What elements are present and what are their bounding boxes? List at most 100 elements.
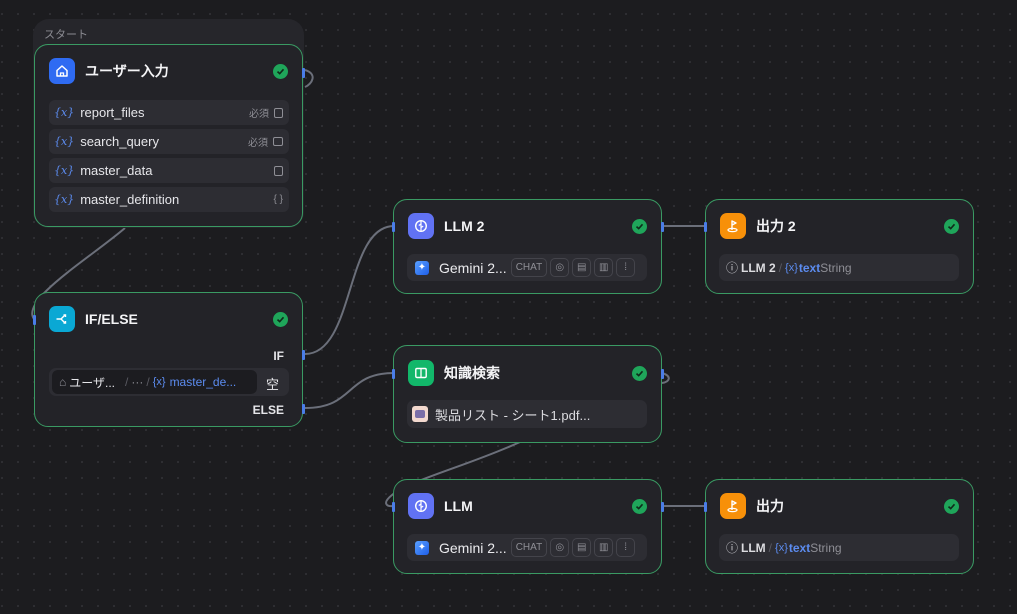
edge-else-to-knowledge[interactable]	[304, 372, 395, 409]
else-branch-label: ELSE	[252, 403, 284, 417]
video-icon: ▥	[594, 258, 614, 277]
audio-icon: ⁞	[616, 538, 636, 557]
model-name: Gemini 2...	[439, 539, 507, 556]
node-title: ユーザー入力	[85, 63, 169, 79]
condition-variable-selector[interactable]: ⌂ ユーザ... / ··· / {x} master_de...	[52, 370, 257, 394]
variable-icon: {x}	[54, 135, 75, 148]
variable-row-master-definition[interactable]: {x} master_definition { }	[49, 187, 289, 212]
condition-source-node: ユーザ...	[69, 375, 116, 390]
node-title: 出力 2	[756, 218, 796, 234]
ref-variable-name: text	[788, 540, 811, 555]
dataset-icon	[412, 406, 428, 422]
input-handle[interactable]	[704, 502, 707, 512]
document-icon: ▤	[572, 538, 592, 557]
node-knowledge-retrieval[interactable]: 知識検索 製品リスト - シート1.pdf...	[392, 345, 664, 443]
required-label: 必須	[248, 138, 268, 149]
edge-start-loop	[304, 69, 314, 88]
variable-row-search-query[interactable]: {x} search_query 必須	[49, 129, 289, 154]
variable-icon: {x}	[54, 164, 75, 177]
input-handle[interactable]	[704, 222, 707, 232]
success-check-icon	[632, 219, 647, 234]
variable-icon: {x}	[54, 106, 75, 119]
input-handle[interactable]	[33, 315, 36, 325]
llm-icon: ⓘ	[726, 261, 739, 275]
success-check-icon	[632, 499, 647, 514]
model-selector[interactable]: ✦ Gemini 2... CHAT ◎ ▤ ▥ ⁞	[407, 534, 647, 561]
output-variable-ref[interactable]: ⓘ LLM / {x} text String	[719, 534, 959, 561]
output-handle[interactable]	[661, 502, 664, 512]
output-handle[interactable]	[302, 68, 305, 78]
ref-node-name: LLM	[741, 540, 766, 555]
json-braces-icon: { }	[273, 194, 283, 205]
paragraph-icon	[274, 165, 283, 176]
gemini-icon: ✦	[415, 540, 429, 555]
variable-icon: {x}	[785, 261, 798, 274]
else-output-handle[interactable]	[302, 404, 305, 414]
variable-name: report_files	[80, 105, 145, 120]
audio-icon: ⁞	[616, 258, 636, 277]
node-llm[interactable]: LLM ✦ Gemini 2... CHAT ◎ ▤ ▥ ⁞	[392, 479, 664, 574]
ref-node-name: LLM 2	[741, 260, 776, 275]
required-label: 必須	[249, 109, 269, 120]
video-icon: ▥	[594, 538, 614, 557]
variable-icon: {x}	[775, 541, 788, 554]
mode-badge: CHAT	[510, 538, 548, 557]
ref-variable-type: String	[810, 540, 842, 555]
path-separator: /	[768, 540, 773, 555]
document-icon: ▤	[572, 258, 592, 277]
node-title: LLM 2	[444, 218, 485, 234]
output-handle[interactable]	[661, 222, 664, 232]
path-separator: /	[778, 260, 783, 275]
node-if-else[interactable]: IF/ELSE IF ⌂ ユーザ... / ··· / {x} master_d…	[33, 292, 305, 427]
edge-if-to-llm2[interactable]	[304, 225, 395, 355]
node-user-input[interactable]: ユーザー入力 {x} report_files 必須 {x} search_qu…	[34, 44, 305, 227]
success-check-icon	[273, 312, 288, 327]
input-handle[interactable]	[392, 502, 395, 512]
output-handle[interactable]	[661, 369, 664, 379]
start-group-label: スタート	[44, 29, 88, 41]
if-output-handle[interactable]	[302, 350, 305, 360]
condition-row[interactable]: ⌂ ユーザ... / ··· / {x} master_de... 空	[49, 368, 289, 396]
condition-variable: master_de...	[169, 375, 237, 389]
vision-icon: ◎	[550, 258, 570, 277]
variable-row-report-files[interactable]: {x} report_files 必須	[49, 100, 289, 125]
flag-icon	[720, 213, 746, 239]
home-icon	[49, 58, 75, 84]
variable-name: master_definition	[80, 192, 180, 207]
variable-icon: {x}	[54, 193, 75, 206]
node-title: IF/ELSE	[85, 311, 138, 327]
variable-icon: {x}	[152, 376, 166, 388]
dataset-item[interactable]: 製品リスト - シート1.pdf...	[407, 400, 647, 428]
success-check-icon	[944, 499, 959, 514]
vision-icon: ◎	[550, 538, 570, 557]
file-list-icon	[274, 107, 283, 118]
llm-icon	[408, 213, 434, 239]
node-output[interactable]: 出力 ⓘ LLM / {x} text String	[704, 479, 974, 574]
node-llm2[interactable]: LLM 2 ✦ Gemini 2... CHAT ◎ ▤ ▥ ⁞	[392, 199, 664, 294]
variable-row-master-data[interactable]: {x} master_data	[49, 158, 289, 183]
ref-variable-name: text	[798, 260, 821, 275]
output-variable-ref[interactable]: ⓘ LLM 2 / {x} text String	[719, 254, 959, 281]
node-title: 知識検索	[444, 365, 500, 381]
variable-name: master_data	[80, 163, 153, 178]
path-separator: /	[125, 375, 129, 389]
llm-icon	[408, 493, 434, 519]
node-title: 出力	[756, 498, 784, 514]
node-title: LLM	[444, 498, 473, 514]
model-name: Gemini 2...	[439, 259, 507, 276]
branch-icon	[49, 306, 75, 332]
gemini-icon: ✦	[415, 260, 429, 275]
variable-name: search_query	[80, 134, 159, 149]
input-handle[interactable]	[392, 369, 395, 379]
llm-icon: ⓘ	[726, 541, 739, 555]
success-check-icon	[273, 64, 288, 79]
input-handle[interactable]	[392, 222, 395, 232]
book-icon	[408, 360, 434, 386]
model-selector[interactable]: ✦ Gemini 2... CHAT ◎ ▤ ▥ ⁞	[407, 254, 647, 281]
condition-operator[interactable]: 空	[265, 377, 279, 392]
node-output2[interactable]: 出力 2 ⓘ LLM 2 / {x} text String	[704, 199, 974, 294]
text-input-icon	[273, 137, 283, 146]
path-ellipsis: ···	[131, 375, 144, 389]
success-check-icon	[944, 219, 959, 234]
if-branch-label: IF	[273, 349, 284, 363]
